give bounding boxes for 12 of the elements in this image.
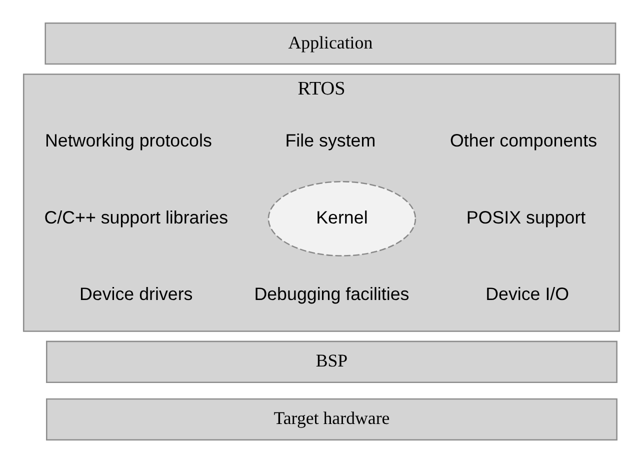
label: POSIX support xyxy=(466,206,586,227)
node-box: Application xyxy=(44,22,616,64)
label: File system xyxy=(285,130,376,150)
label: Other components xyxy=(450,130,598,150)
label: C/C++ support libraries xyxy=(44,206,228,227)
label: Debugging facilities xyxy=(254,284,410,304)
node-ellipse: Kernel xyxy=(268,180,416,256)
label: Networking protocols xyxy=(45,130,212,150)
label: Device I/O xyxy=(486,284,570,304)
node-box: BSP xyxy=(46,340,618,382)
node-box: Target hardware xyxy=(46,398,618,440)
label: Device drivers xyxy=(80,284,193,304)
